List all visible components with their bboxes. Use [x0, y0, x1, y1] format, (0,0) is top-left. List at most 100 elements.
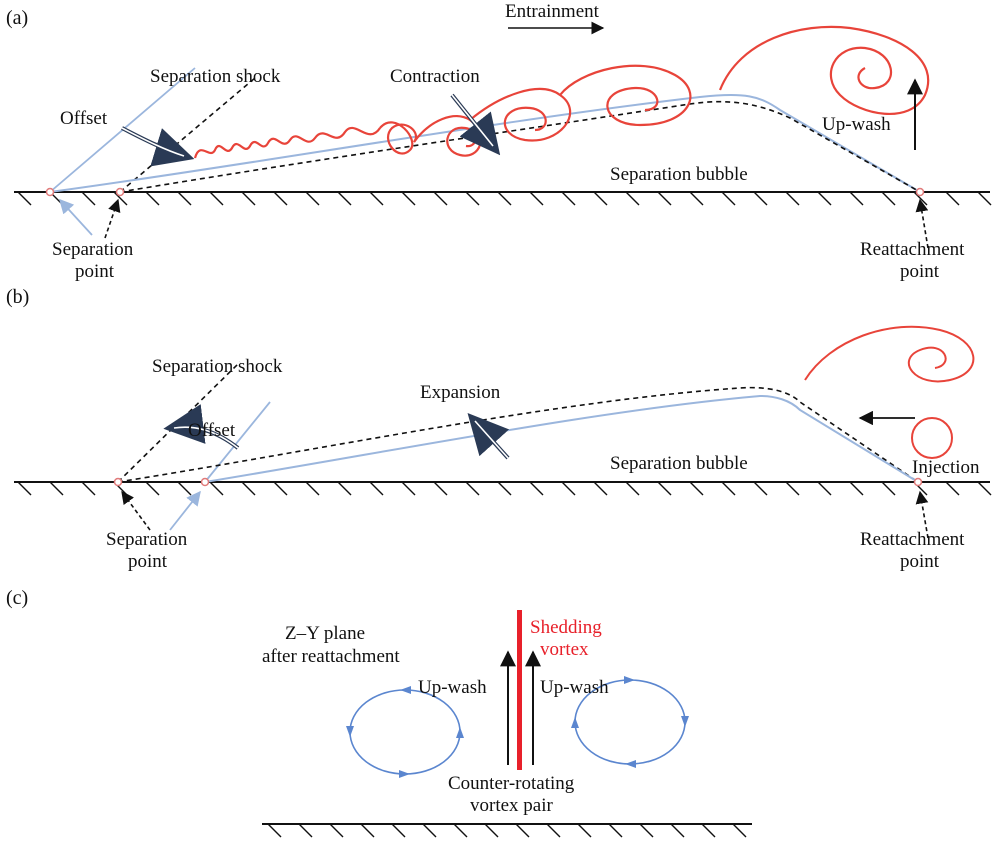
wall-hatch-mark [753, 191, 768, 206]
separation-shock-label-a: Separation shock [150, 66, 281, 87]
separation-point-label-b-1: Separation [106, 529, 188, 550]
wall-hatch-mark [849, 191, 864, 206]
wall-hatch-mark [977, 191, 992, 206]
wall-hatch-mark [209, 481, 224, 496]
reattachment-point-label-a-1: Reattachment [860, 239, 965, 260]
wall-hatch-mark [785, 481, 800, 496]
circulation-arrowhead [400, 686, 411, 694]
wall-hatch-mark [369, 191, 384, 206]
wall-hatch-mark [608, 823, 623, 838]
shear-layer-vortices-a [193, 25, 930, 159]
wall-hatch-mark [273, 191, 288, 206]
wall-hatch-mark [625, 191, 640, 206]
wall-hatch-mark [639, 823, 654, 838]
separation-bubble-label-b: Separation bubble [610, 453, 748, 474]
circulation-arrowhead [346, 726, 354, 737]
wall-hatch-mark [465, 481, 480, 496]
separation-pointer-blue-a [59, 198, 93, 236]
wall-hatch-mark [17, 481, 32, 496]
separation-shock-line-a [119, 77, 256, 193]
separation-pointer-black-a [104, 198, 121, 239]
separation-bubble-label-a: Separation bubble [610, 164, 748, 185]
wall-hatch-mark [561, 481, 576, 496]
offset-arrow-b-inner [173, 426, 239, 449]
expansion-arrow-inner [474, 420, 509, 459]
reattachment-point-marker-b [913, 477, 923, 487]
wall-hatch-mark [267, 823, 282, 838]
plane-label-1: Z–Y plane [285, 623, 365, 644]
wall-hatch-mark [113, 191, 128, 206]
wall-hatch-mark [593, 481, 608, 496]
offset-label-a: Offset [60, 108, 108, 129]
offset-shock-line-b [204, 401, 271, 483]
wall-hatch-mark [453, 823, 468, 838]
reattachment-pointer-b [915, 490, 929, 539]
wall-hatch-mark [817, 481, 832, 496]
wall-hatch-mark [305, 481, 320, 496]
shock-foot-marker-b [200, 477, 210, 487]
offset-label-b: Offset [188, 420, 236, 441]
separation-shock-label-b: Separation shock [152, 356, 283, 377]
wall-b [14, 481, 992, 496]
wall-hatch-mark [529, 191, 544, 206]
wall-hatch-mark [81, 191, 96, 206]
shedding-vortex-label-1: Shedding [530, 617, 602, 638]
panel-a-tag: (a) [6, 7, 28, 29]
wall-hatch-mark [657, 191, 672, 206]
wall-hatch-mark [561, 191, 576, 206]
circulation-arrowhead [399, 770, 410, 778]
separation-point-label-b-2: point [128, 551, 168, 572]
wall-hatch-mark [849, 481, 864, 496]
separation-pointer-black-b [121, 490, 151, 531]
wall-hatch-mark [546, 823, 561, 838]
wall-hatch-mark [881, 191, 896, 206]
wall-hatch-mark [657, 481, 672, 496]
shedding-vortex-label-2: vortex [540, 639, 589, 660]
panel-b-tag: (b) [6, 286, 29, 308]
panel-c-tag: (c) [6, 587, 28, 609]
detached-vortex-b [804, 325, 975, 459]
wall-hatch-mark [305, 191, 320, 206]
wall-hatch-mark [329, 823, 344, 838]
reattachment-point-label-a-2: point [900, 261, 940, 282]
wall-hatch-mark [401, 191, 416, 206]
separation-point-label-a-2: point [75, 261, 115, 282]
wall-hatch-mark [701, 823, 716, 838]
wall-hatch-mark [817, 191, 832, 206]
wall-hatch-mark [721, 191, 736, 206]
wall-hatch-mark [81, 481, 96, 496]
dividing-streamline-b [117, 386, 919, 483]
shear-layer-line-b [204, 394, 919, 483]
wall-hatch-mark [625, 481, 640, 496]
vortex-pair-label-1: Counter-rotating [448, 773, 575, 794]
wall-hatch-mark [529, 481, 544, 496]
wall-hatch-mark [881, 481, 896, 496]
wall-hatch-mark [241, 191, 256, 206]
shedding-vortex-bar [517, 610, 522, 770]
wall-hatch-mark [369, 481, 384, 496]
expansion-label: Expansion [420, 382, 501, 403]
wall-hatch-mark [17, 191, 32, 206]
injection-label: Injection [912, 457, 980, 478]
wall-hatch-mark [177, 481, 192, 496]
separation-pointer-blue-b [169, 490, 201, 531]
wall-hatch-mark [497, 481, 512, 496]
separation-point-label-a-1: Separation [52, 239, 134, 260]
reattachment-point-label-b-1: Reattachment [860, 529, 965, 550]
wall-hatch-mark [298, 823, 313, 838]
wall-hatch-mark [577, 823, 592, 838]
wall-hatch-mark [977, 481, 992, 496]
panel-a: (a) [6, 1, 992, 282]
wall-hatch-mark [721, 481, 736, 496]
up-wash-label-right-c: Up-wash [540, 677, 609, 698]
up-wash-label-left-c: Up-wash [418, 677, 487, 698]
circulation-arrowhead [681, 716, 689, 727]
circulation-arrowhead [625, 760, 636, 768]
wall-hatch-mark [401, 481, 416, 496]
wall-hatch-mark [177, 191, 192, 206]
wall-hatch-mark [689, 191, 704, 206]
wall-hatch-mark [337, 191, 352, 206]
wall-hatch-mark [145, 481, 160, 496]
vortex-pair-label-2: vortex pair [470, 795, 554, 816]
